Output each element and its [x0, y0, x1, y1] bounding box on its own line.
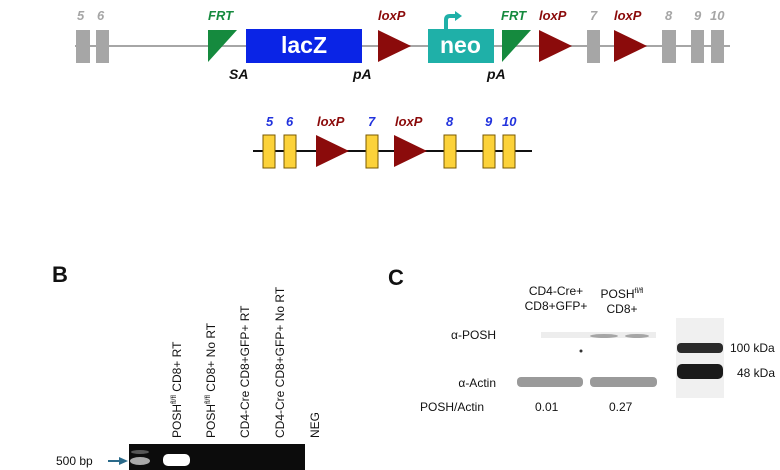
- floxed-exon-label-6: 6: [286, 114, 294, 129]
- pa-label-1: pA: [353, 66, 372, 82]
- row-label-actin: α-Actin: [458, 376, 496, 390]
- ladder-band: [130, 457, 150, 465]
- floxed-exon-label-8: 8: [446, 114, 454, 129]
- floxed-loxp-label-2: loxP: [395, 114, 423, 129]
- floxed-exon-8: [443, 134, 457, 169]
- loxp-site-1: [378, 30, 411, 62]
- lane-label-1: POSHfl/fl CD8+ RT: [170, 341, 184, 438]
- ladder-blot: [676, 318, 724, 398]
- floxed-exon-10: [502, 134, 516, 169]
- exon-7: [587, 30, 600, 63]
- posh-band-lane2a: [590, 334, 618, 338]
- frt-site-1: [208, 30, 237, 62]
- exon-10: [711, 30, 724, 63]
- frt-label-2: FRT: [501, 8, 527, 23]
- ladder-band-48: [677, 364, 723, 379]
- floxed-exon-6: [283, 134, 297, 169]
- exon-label-8: 8: [665, 8, 673, 23]
- actin-band-lane1: [517, 377, 583, 387]
- exon-5: [76, 30, 90, 63]
- floxed-exon-5: [262, 134, 276, 169]
- loxp-site-3: [614, 30, 647, 62]
- loxp-site-2: [539, 30, 572, 62]
- floxed-exon-label-10: 10: [502, 114, 517, 129]
- rt-product-band: [163, 454, 190, 466]
- floxed-exon-label-5: 5: [266, 114, 274, 129]
- marker-500bp-label: 500 bp: [56, 454, 93, 468]
- lacz-label: lacZ: [281, 32, 328, 58]
- exon-9: [691, 30, 704, 63]
- row-label-posh: α-POSH: [451, 328, 496, 342]
- lane-label-5: NEG: [308, 411, 322, 438]
- promoter-arrow-icon: [444, 14, 456, 29]
- promoter-arrow-head-icon: [455, 11, 462, 21]
- exon-8: [662, 30, 676, 63]
- floxed-allele: [253, 134, 532, 169]
- ratio-value-poshflfl: 0.27: [609, 400, 633, 414]
- floxed-loxp-2: [394, 135, 427, 167]
- floxed-exon-label-7: 7: [368, 114, 376, 129]
- lacz-cassette: [246, 29, 362, 63]
- actin-band-lane2: [590, 377, 657, 387]
- panel-label-c: C: [388, 265, 404, 290]
- ladder-band-upper: [131, 450, 149, 454]
- lane-label-3: CD4-Cre CD8+GFP+ RT: [238, 305, 252, 438]
- floxed-loxp-label-1: loxP: [317, 114, 345, 129]
- exon-label-7: 7: [590, 8, 598, 23]
- pcr-gel: [108, 444, 305, 470]
- panel-label-b: B: [52, 262, 68, 287]
- floxed-exon-label-9: 9: [485, 114, 493, 129]
- exon-6: [96, 30, 109, 63]
- targeted-allele: [75, 11, 730, 63]
- loxp-label-3: loxP: [614, 8, 642, 23]
- neo-label: neo: [440, 32, 481, 58]
- ladder-band-100: [677, 343, 723, 353]
- loxp-label-2: loxP: [539, 8, 567, 23]
- frt-label-1: FRT: [208, 8, 234, 23]
- gel-background: [129, 444, 305, 470]
- marker-arrow-icon: [119, 457, 128, 465]
- ratio-value-cd4cre: 0.01: [535, 400, 559, 414]
- floxed-loxp-1: [316, 135, 349, 167]
- loxp-label-1: loxP: [378, 8, 406, 23]
- marker-48kda-label: 48 kDa: [737, 366, 776, 380]
- floxed-exon-9: [482, 134, 496, 169]
- column-header-cd4cre: CD4-Cre+CD8+GFP+: [524, 284, 588, 313]
- marker-100kda-label: 100 kDa: [730, 341, 775, 355]
- ratio-label: POSH/Actin: [420, 400, 485, 414]
- floxed-exon-7: [365, 134, 379, 169]
- posh-band-lane2b: [625, 334, 649, 338]
- lane-label-4: CD4-Cre CD8+GFP+ No RT: [273, 286, 287, 438]
- western-blot: [517, 318, 724, 398]
- lane-label-2: POSHfl/fl CD8+ No RT: [204, 322, 218, 438]
- exon-label-9: 9: [694, 8, 702, 23]
- frt-site-2: [502, 30, 531, 62]
- blot-speck: [579, 349, 583, 353]
- exon-label-5: 5: [77, 8, 85, 23]
- exon-label-6: 6: [97, 8, 105, 23]
- exon-label-10: 10: [710, 8, 725, 23]
- sa-label: SA: [229, 66, 249, 82]
- neo-cassette: [428, 29, 494, 63]
- pa-label-2: pA: [487, 66, 506, 82]
